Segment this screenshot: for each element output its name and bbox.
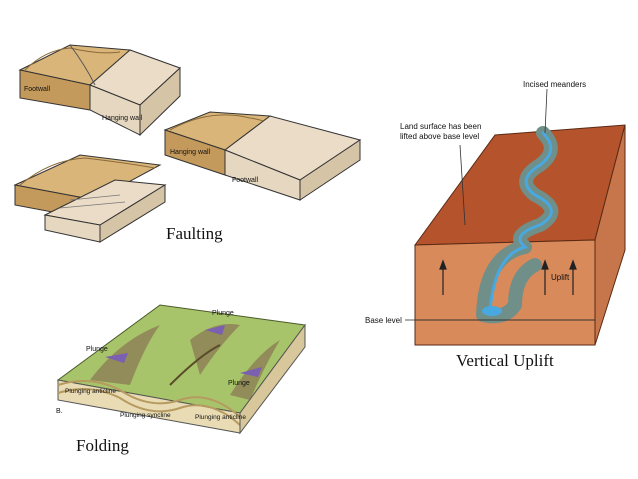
hanging-wall-label-a: Hanging wall <box>102 115 143 122</box>
uplift-panel: Incised meanders Land surface has been l… <box>365 75 630 350</box>
plunge-arrow-left <box>105 353 128 363</box>
hanging-wall-label-b: Hanging wall <box>170 149 211 156</box>
folding-illustration: Plunge Plunge Plunge Plunging anticline … <box>56 304 306 435</box>
faulting-panel: Footwall Hanging wall Hanging wall Footw… <box>10 30 370 250</box>
plunging-syncline-label: Plunging syncline <box>120 412 171 419</box>
plunging-anticline-label-right: Plunging anticline <box>195 414 246 421</box>
uplift-arrows <box>439 259 577 295</box>
uplift-side-face <box>594 124 626 346</box>
fault-block-1: Footwall Hanging wall <box>18 44 181 137</box>
folding-panel: Plunge Plunge Plunge Plunging anticline … <box>50 285 315 435</box>
fault-block-3 <box>13 154 167 243</box>
base-level-label: Base level <box>365 316 402 325</box>
fault-block-2: Hanging wall Footwall <box>163 111 362 201</box>
faulting-illustration: Footwall Hanging wall Hanging wall Footw… <box>13 44 362 243</box>
river-water <box>482 306 502 316</box>
plunge-arrow-right <box>240 367 262 377</box>
uplift-label: Uplift <box>551 273 570 282</box>
incised-meanders-label: Incised meanders <box>523 80 586 89</box>
folding-panel-letter: B. <box>56 408 63 415</box>
footwall-label-a: Footwall <box>24 86 51 93</box>
plunging-anticline-label-left: Plunging anticline <box>65 388 116 395</box>
land-surface-label: Land surface has been lifted above base … <box>400 122 484 141</box>
folding-caption: Folding <box>76 436 129 455</box>
land-surface-label-line-2: lifted above base level <box>400 132 479 141</box>
land-surface-label-text: Land surface has been <box>400 122 481 131</box>
uplift-illustration: Incised meanders Land surface has been l… <box>365 80 626 346</box>
faulting-caption: Faulting <box>166 224 223 243</box>
uplift-caption: Vertical Uplift <box>456 351 554 370</box>
plunge-label-top: Plunge <box>212 310 234 317</box>
plunge-label-left: Plunge <box>86 346 108 353</box>
plunge-arrow-top <box>205 325 225 335</box>
plunge-label-right: Plunge <box>228 380 250 387</box>
footwall-label-b: Footwall <box>232 177 259 184</box>
